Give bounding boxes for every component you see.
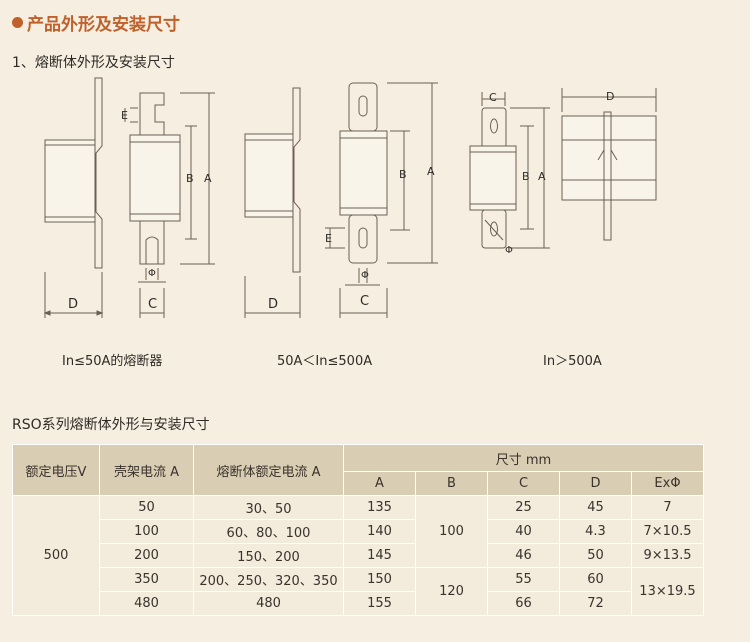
header-ExPhi: ExΦ — [631, 471, 704, 496]
cell-A: 135 — [343, 495, 416, 520]
dim-D-2: D — [268, 297, 279, 312]
section-heading: 产品外形及安装尺寸 — [12, 10, 180, 35]
dim-D-1: D — [68, 297, 79, 312]
cell-D: 50 — [559, 543, 632, 568]
cell-frame: 480 — [99, 591, 194, 616]
caption-3: In＞500A — [543, 354, 602, 369]
cell-D: 4.3 — [559, 519, 632, 544]
cell-fuse: 60、80、100 — [193, 519, 344, 544]
header-fuse-current: 熔断体额定电流 A — [193, 444, 344, 496]
cell-A: 140 — [343, 519, 416, 544]
cell-frame: 50 — [99, 495, 194, 520]
cell-fuse: 30、50 — [193, 495, 344, 520]
table-row: 200 150、200 145 46 50 9×13.5 — [13, 543, 704, 568]
table-row: 480 480 155 66 72 — [13, 591, 704, 616]
table-title: RSO系列熔断体外形与安装尺寸 — [12, 417, 210, 433]
cell-E: 13×19.5 — [631, 567, 704, 616]
cell-voltage: 500 — [12, 495, 100, 616]
cell-C: 46 — [487, 543, 560, 568]
dim-A-2: A — [427, 165, 435, 178]
cell-C: 40 — [487, 519, 560, 544]
cell-D: 60 — [559, 567, 632, 592]
caption-2: 50A＜In≤500A — [277, 354, 373, 369]
dim-B-2: B — [399, 168, 407, 181]
drawing-3-side-view — [561, 88, 657, 241]
drawing-1-side-view — [43, 77, 104, 318]
cell-frame: 350 — [99, 567, 194, 592]
table-row: 350 200、250、320、350 150 120 55 60 13×19.… — [13, 567, 704, 616]
dim-E-1: E — [121, 109, 128, 122]
cell-C: 55 — [487, 567, 560, 592]
cell-C: 66 — [487, 591, 560, 616]
dim-A-3: A — [538, 170, 546, 183]
dim-D-3: D — [606, 90, 615, 103]
dimension-table: 额定电压V 壳架电流 A 熔断体额定电流 A 尺寸 mm A B C D ExΦ… — [12, 444, 704, 616]
header-C: C — [487, 471, 560, 496]
caption-1: In≤50A的熔断器 — [62, 354, 163, 369]
drawing-2-front-view — [325, 82, 438, 318]
header-frame-current: 壳架电流 A — [99, 444, 194, 496]
cell-E: 7×10.5 — [631, 519, 704, 544]
cell-D: 72 — [559, 591, 632, 616]
dim-A-1: A — [204, 172, 212, 185]
dim-C-3: C — [489, 91, 497, 104]
cell-frame: 200 — [99, 543, 194, 568]
cell-C: 25 — [487, 495, 560, 520]
cell-D: 45 — [559, 495, 632, 520]
dim-E-2: E — [325, 232, 332, 245]
dim-phi-3: Φ — [505, 245, 513, 256]
cell-fuse: 480 — [193, 591, 344, 616]
dim-C-2: C — [360, 294, 370, 309]
drawing-3-front-view — [469, 92, 550, 249]
cell-A: 145 — [343, 543, 416, 568]
subtitle: 1、熔断体外形及安装尺寸 — [12, 55, 175, 71]
cell-A: 150 — [343, 567, 416, 592]
header-voltage: 额定电压V — [12, 444, 100, 496]
dim-C-1: C — [148, 297, 158, 312]
cell-frame: 100 — [99, 519, 194, 544]
dim-phi-1: Φ — [148, 268, 156, 279]
header-D: D — [559, 471, 632, 496]
cell-E: 9×13.5 — [631, 543, 704, 568]
cell-fuse: 200、250、320、350 — [193, 567, 344, 592]
header-B: B — [415, 471, 488, 496]
cell-fuse: 150、200 — [193, 543, 344, 568]
bullet-dot-icon — [12, 17, 23, 28]
table-row: 500 50 30、50 135 100 25 45 7 — [12, 495, 704, 616]
cell-A: 155 — [343, 591, 416, 616]
dim-phi-2: Φ — [361, 270, 369, 281]
dim-B-1: B — [186, 172, 194, 185]
drawing-1-front-view — [124, 92, 215, 318]
dim-B-3: B — [522, 170, 530, 183]
header-A: A — [343, 471, 416, 496]
table-row: 100 60、80、100 140 40 4.3 7×10.5 — [13, 519, 704, 544]
header-size: 尺寸 mm — [343, 444, 704, 472]
cell-B: 120 — [415, 567, 488, 616]
drawing-2-side-view — [244, 87, 301, 318]
section-heading-text: 产品外形及安装尺寸 — [27, 15, 180, 35]
cell-E: 7 — [631, 495, 704, 520]
cell-B: 100 — [415, 495, 488, 568]
fuse-drawings — [43, 77, 657, 318]
